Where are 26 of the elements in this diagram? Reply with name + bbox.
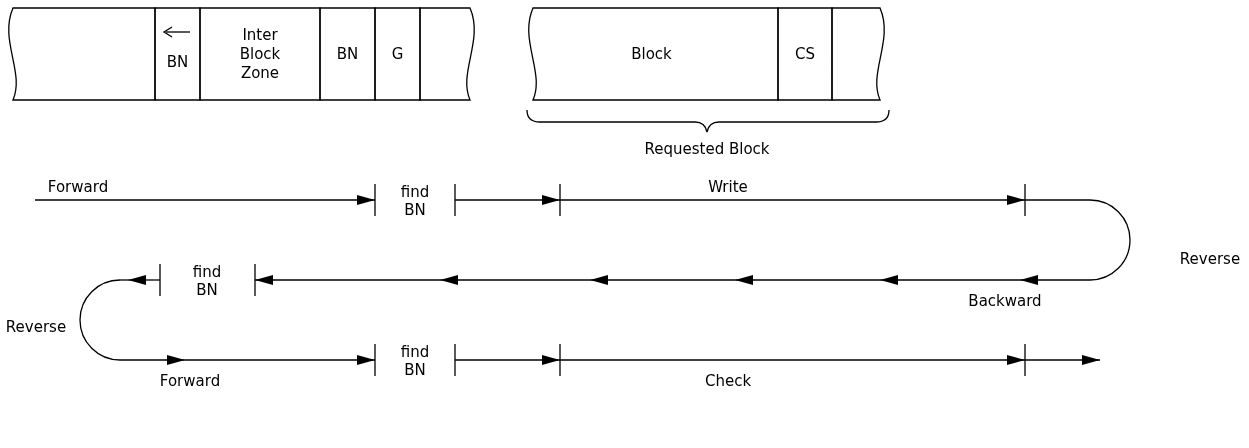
empty-tape-cell — [420, 8, 478, 100]
cell-label: BN — [336, 44, 359, 64]
operation-label: find BN — [399, 183, 431, 219]
cell-label: G — [391, 44, 404, 64]
direction-label: Forward — [46, 178, 110, 196]
cell-label: BN — [166, 52, 189, 72]
bracket-label: Requested Block — [643, 140, 771, 158]
operation-label: find BN — [399, 343, 431, 379]
direction-label: Backward — [967, 292, 1043, 310]
direction-label: Reverse — [4, 318, 68, 336]
operation-label: find BN — [191, 263, 223, 299]
tape-cell — [320, 8, 375, 100]
tape-cell — [200, 8, 320, 100]
tape-cell — [155, 8, 200, 100]
tape-cell — [375, 8, 420, 100]
operation-label: Check — [703, 372, 753, 390]
empty-tape-cell — [5, 8, 155, 100]
empty-tape-cell — [832, 8, 888, 100]
direction-label: Reverse — [1178, 250, 1242, 268]
tape-cell — [525, 8, 778, 100]
cell-label: CS — [795, 44, 815, 64]
direction-label: Forward — [158, 372, 222, 390]
cell-label: Inter Block Zone — [238, 25, 282, 83]
tape-cell — [778, 8, 832, 100]
operation-label: Write — [707, 178, 749, 196]
cell-label: Block — [631, 44, 672, 64]
